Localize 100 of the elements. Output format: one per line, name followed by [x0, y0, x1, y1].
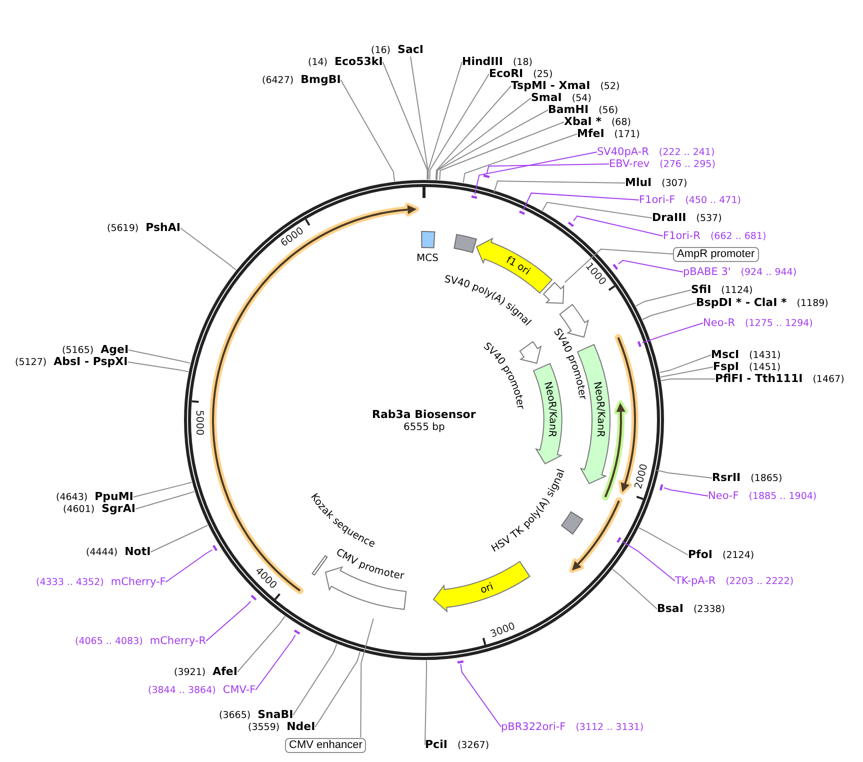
- cut-position: (171): [614, 128, 640, 140]
- leader-line: [134, 491, 195, 510]
- cut-position: (3665): [219, 710, 251, 722]
- cut-position: (1431): [749, 350, 781, 362]
- leader-line: [642, 322, 704, 344]
- leader-line: [206, 600, 252, 642]
- enzyme-name: SmaI: [531, 92, 562, 104]
- enzyme-name: NdeI: [286, 720, 316, 732]
- leader-line: [635, 290, 692, 307]
- leader-line: [128, 350, 191, 364]
- leader-line: [436, 98, 532, 180]
- feature-label: ori: [478, 581, 495, 596]
- primer-name: F1ori-F: [639, 194, 676, 206]
- leader-line: [493, 180, 626, 194]
- cut-position: (2338): [693, 604, 726, 616]
- leader-line: [429, 74, 490, 180]
- feature-label: f1 ori: [504, 254, 533, 278]
- cut-position: (14): [308, 56, 328, 68]
- leader-line: [340, 80, 396, 182]
- leader-line: [165, 549, 213, 582]
- enzyme-name: SfiI: [691, 284, 712, 296]
- leader-line: [382, 62, 428, 180]
- cut-position: (1467): [812, 374, 844, 386]
- primer-position: (3844 .. 3864): [148, 684, 216, 696]
- primer-position: (2203 .. 2222): [726, 576, 794, 588]
- leader-line: [360, 618, 374, 738]
- leader-line: [663, 487, 708, 496]
- leader-line: [573, 216, 664, 236]
- primer-position: (1275 .. 1294): [745, 318, 813, 330]
- cut-position: (5127): [15, 356, 47, 368]
- leader-line: [292, 644, 338, 716]
- cut-position: (25): [533, 68, 553, 80]
- leader-line: [314, 651, 360, 728]
- leader-line: [132, 482, 192, 498]
- enzyme-name: BsaI: [657, 602, 684, 614]
- cut-position: (1124): [721, 284, 753, 296]
- cut-position: (4643): [56, 492, 88, 504]
- enzyme-name: MscI: [711, 348, 740, 360]
- cut-position: (6427): [262, 74, 294, 86]
- cut-position: (5165): [62, 344, 94, 356]
- leader-line: [618, 260, 684, 272]
- leader-line: [564, 248, 674, 284]
- enzyme-name: XbaI *: [564, 116, 602, 128]
- leader-line: [622, 540, 676, 582]
- cut-position: (4444): [86, 546, 118, 558]
- leader-line: [150, 524, 208, 552]
- enzyme-name: PflFI - Tth111I: [715, 372, 803, 384]
- enzyme-name: PshAI: [146, 222, 180, 234]
- enzyme-name: Eco53kI: [334, 56, 383, 68]
- leader-line: [462, 134, 578, 184]
- plasmid-length: 6555 bp: [404, 422, 445, 434]
- primer-position: (222 .. 241): [658, 146, 715, 158]
- cut-position: (537): [696, 212, 722, 224]
- enzyme-name: SgrAI: [102, 502, 136, 514]
- leader-line: [428, 62, 462, 180]
- leader-line: [436, 86, 512, 180]
- enzyme-name: BspDI * - ClaI *: [696, 296, 787, 308]
- enzyme-name: TspMI - XmaI: [511, 80, 590, 92]
- primer-position: (1885 .. 1904): [748, 490, 817, 502]
- enzyme-name: DraIII: [652, 212, 686, 224]
- cut-position: (5619): [107, 222, 139, 234]
- leader-line: [522, 192, 640, 211]
- leader-line: [236, 616, 286, 672]
- leader-line: [638, 527, 688, 556]
- leader-line: [410, 56, 428, 180]
- enzyme-name: NotI: [124, 546, 151, 558]
- leader-line: [439, 122, 564, 180]
- enzyme-name: PfoI: [688, 548, 712, 560]
- cut-position: (54): [572, 92, 592, 104]
- feature-callout: AmpR promoter: [673, 246, 759, 262]
- leader-line: [424, 660, 428, 746]
- leader-line: [474, 152, 598, 195]
- primer-position: (662 .. 681): [710, 230, 766, 242]
- enzyme-name: BmgBI: [300, 74, 341, 86]
- primer-name: F1ori-R: [663, 230, 700, 242]
- cut-position: (3267): [457, 740, 490, 752]
- enzyme-name: AbsI - PspXI: [54, 356, 128, 368]
- cut-position: (56): [598, 104, 618, 116]
- leader-line: [642, 302, 696, 320]
- leader-line: [460, 664, 502, 728]
- leader-line: [255, 634, 296, 690]
- leader-line: [436, 110, 548, 180]
- enzyme-name: PpuMI: [94, 490, 134, 502]
- leader-line: [612, 568, 658, 610]
- primer-name: mCherry-R: [150, 634, 206, 646]
- primer-name: Neo-R: [703, 316, 736, 328]
- primer-position: (4333 .. 4352): [36, 576, 104, 588]
- primer-name: TK-pA-R: [675, 574, 716, 586]
- cut-position: (307): [662, 178, 688, 190]
- cut-position: (1865): [750, 472, 782, 484]
- enzyme-name: MfeI: [577, 128, 604, 140]
- primer-position: (3112 .. 3131): [576, 722, 644, 734]
- primer-position: (4065 .. 4083): [75, 636, 143, 648]
- cut-position: (1189): [796, 298, 828, 310]
- enzyme-name: SnaBI: [258, 708, 294, 720]
- leader-line: [486, 164, 610, 174]
- cut-position: (2124): [722, 550, 754, 562]
- primer-name: mCherry-F: [110, 576, 166, 588]
- plasmid-name: Rab3a Biosensor: [372, 409, 476, 421]
- leader-line: [127, 362, 189, 372]
